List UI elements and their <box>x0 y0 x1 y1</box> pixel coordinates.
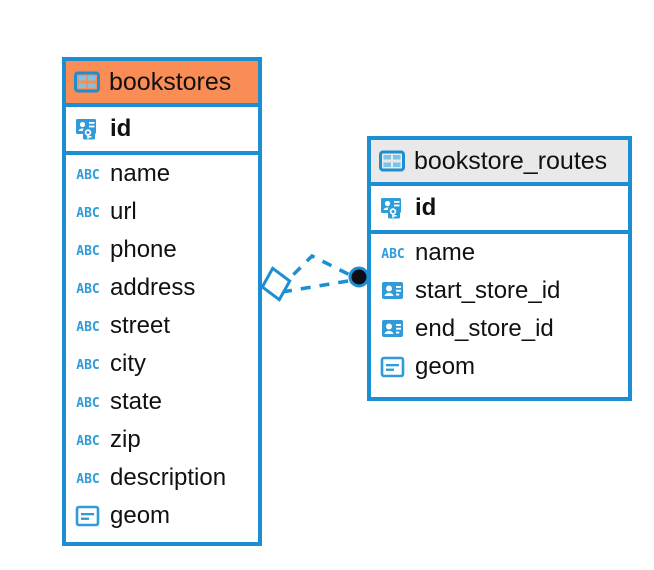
text-abc-icon: ABC <box>76 472 99 487</box>
svg-text:ABC: ABC <box>76 282 99 297</box>
entity-title: bookstores <box>109 67 232 96</box>
svg-text:ABC: ABC <box>76 358 99 373</box>
svg-text:ABC: ABC <box>76 244 99 259</box>
field-row-name[interactable]: ABC name <box>66 155 258 193</box>
text-abc-icon: ABC <box>76 168 99 183</box>
field-label: street <box>110 312 171 339</box>
svg-text:ABC: ABC <box>76 206 99 221</box>
text-abc-icon: ABC <box>76 244 99 259</box>
entity-table-bookstore-routes[interactable]: bookstore_routes id <box>367 136 632 401</box>
field-row-city[interactable]: ABC city <box>66 345 258 383</box>
text-abc-icon: ABC <box>76 358 99 373</box>
field-row-address[interactable]: ABC address <box>66 269 258 307</box>
svg-text:ABC: ABC <box>76 396 99 411</box>
text-abc-icon: ABC <box>76 434 99 449</box>
field-label: start_store_id <box>415 277 561 304</box>
field-row-phone[interactable]: ABC phone <box>66 231 258 269</box>
text-abc-icon: ABC <box>76 282 99 297</box>
field-label: id <box>415 194 437 221</box>
field-label: url <box>110 198 137 225</box>
entity-table-bookstores[interactable]: bookstores id <box>62 57 262 546</box>
field-label: name <box>415 239 476 266</box>
geometry-icon <box>75 505 100 527</box>
field-row-primary-key[interactable]: id <box>66 107 258 151</box>
field-row-start-store-id[interactable]: start_store_id <box>371 272 628 310</box>
relationship-line-upper[interactable] <box>278 253 357 290</box>
field-label: id <box>110 115 132 142</box>
field-row-description[interactable]: ABC description <box>66 459 258 497</box>
text-abc-icon: ABC <box>76 320 99 335</box>
table-icon <box>379 150 405 172</box>
filled-circle-marker[interactable] <box>348 266 370 288</box>
field-label: city <box>110 350 146 377</box>
svg-text:ABC: ABC <box>76 168 99 183</box>
field-row-name[interactable]: ABC name <box>371 234 628 272</box>
field-row-geom[interactable]: geom <box>66 497 258 535</box>
field-label: state <box>110 388 163 415</box>
field-row-url[interactable]: ABC url <box>66 193 258 231</box>
field-label: zip <box>110 426 141 453</box>
entity-title: bookstore_routes <box>414 146 608 175</box>
entity-header-bookstore-routes[interactable]: bookstore_routes <box>371 140 628 186</box>
field-row-state[interactable]: ABC state <box>66 383 258 421</box>
field-row-street[interactable]: ABC street <box>66 307 258 345</box>
field-label: geom <box>110 502 171 529</box>
field-row-zip[interactable]: ABC zip <box>66 421 258 459</box>
relationship-line-lower[interactable] <box>281 278 355 294</box>
field-list-bookstore-routes: ABC name start_store_id <box>371 234 628 388</box>
field-label: description <box>110 464 227 491</box>
geometry-icon <box>380 356 405 378</box>
foreign-key-icon <box>382 320 403 337</box>
table-icon <box>74 71 100 93</box>
entity-header-bookstores[interactable]: bookstores <box>66 61 258 107</box>
primary-key-section: id <box>371 186 628 234</box>
text-abc-icon: ABC <box>381 247 404 262</box>
primary-key-section: id <box>66 107 258 155</box>
field-label: geom <box>415 353 476 380</box>
field-label: address <box>110 274 196 301</box>
svg-text:ABC: ABC <box>381 247 404 262</box>
svg-text:ABC: ABC <box>76 434 99 449</box>
field-row-end-store-id[interactable]: end_store_id <box>371 310 628 348</box>
svg-text:ABC: ABC <box>76 320 99 335</box>
field-label: name <box>110 160 171 187</box>
field-row-geom[interactable]: geom <box>371 348 628 386</box>
field-label: end_store_id <box>415 315 554 342</box>
text-abc-icon: ABC <box>76 396 99 411</box>
primary-key-icon <box>76 119 96 140</box>
svg-text:ABC: ABC <box>76 472 99 487</box>
foreign-key-icon <box>382 282 403 299</box>
diamond-marker[interactable] <box>259 265 293 302</box>
field-label: phone <box>110 236 177 263</box>
field-list-bookstores: ABC name ABC url ABC phone ABC <box>66 155 258 537</box>
primary-key-icon <box>381 198 401 219</box>
field-row-primary-key[interactable]: id <box>371 186 628 230</box>
text-abc-icon: ABC <box>76 206 99 221</box>
